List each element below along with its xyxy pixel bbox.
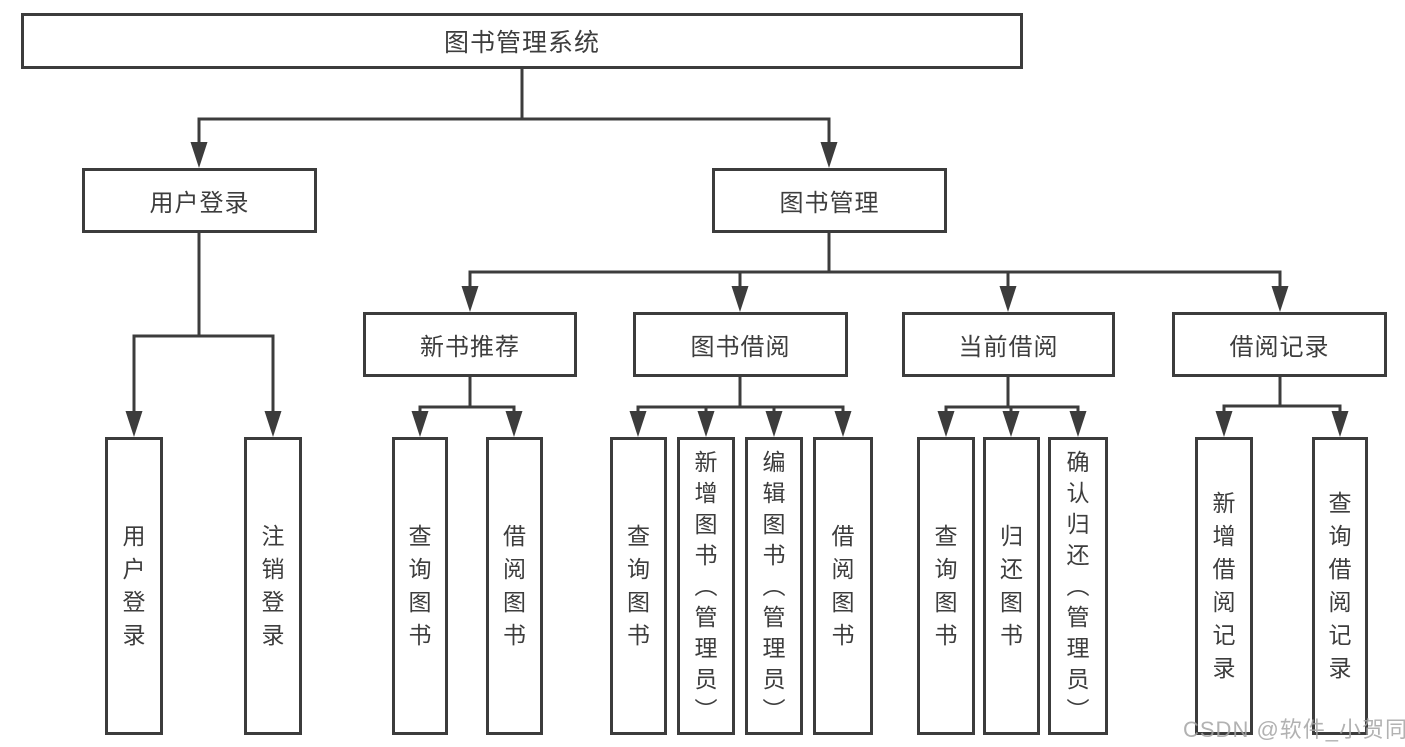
leaf-label: 编辑图书︵管理员︶ bbox=[762, 448, 786, 723]
node-label: 新书推荐 bbox=[420, 334, 520, 361]
node-library-management-system: 图书管理系统 bbox=[21, 13, 1023, 69]
leaf-label: 确认归还︵管理员︶ bbox=[1066, 448, 1090, 723]
node-current-borrowing: 当前借阅 bbox=[902, 312, 1115, 377]
node-label: 图书借阅 bbox=[690, 334, 791, 361]
leaf-confirm-return-admin: 确认归还︵管理员︶ bbox=[1048, 437, 1108, 735]
leaf-label: 借阅图书 bbox=[831, 523, 855, 648]
node-user-login: 用户登录 bbox=[82, 168, 317, 233]
node-new-book-recommend: 新书推荐 bbox=[363, 312, 577, 377]
leaf-add-borrow-record: 新增借阅记录 bbox=[1195, 437, 1253, 735]
node-label: 图书管理系统 bbox=[443, 29, 600, 57]
leaf-user-login: 用户登录 bbox=[105, 437, 163, 735]
leaf-edit-book-admin: 编辑图书︵管理员︶ bbox=[745, 437, 803, 735]
leaf-label: 借阅图书 bbox=[503, 523, 526, 648]
leaf-query-borrow-record: 查询借阅记录 bbox=[1312, 437, 1368, 735]
leaf-label: 查询借阅记录 bbox=[1328, 490, 1352, 681]
node-borrowing-records: 借阅记录 bbox=[1172, 312, 1387, 377]
leaf-label: 注销登录 bbox=[261, 523, 285, 648]
leaf-label: 新增图书︵管理员︶ bbox=[694, 448, 718, 723]
leaf-borrow-books: 借阅图书 bbox=[813, 437, 873, 735]
leaf-query-books-current: 查询图书 bbox=[917, 437, 975, 735]
leaf-logout: 注销登录 bbox=[244, 437, 302, 735]
leaf-label: 归还图书 bbox=[1000, 523, 1023, 648]
node-label: 用户登录 bbox=[149, 190, 250, 217]
node-label: 当前借阅 bbox=[958, 334, 1059, 361]
leaf-query-books-recommend: 查询图书 bbox=[392, 437, 448, 735]
csdn-watermark: CSDN @软件_小贺同学 bbox=[1183, 717, 1405, 742]
leaf-borrow-books-recommend: 借阅图书 bbox=[486, 437, 543, 735]
leaf-label: 查询图书 bbox=[627, 523, 650, 648]
node-book-borrowing: 图书借阅 bbox=[633, 312, 848, 377]
leaf-return-book: 归还图书 bbox=[983, 437, 1040, 735]
leaf-query-books-borrowing: 查询图书 bbox=[610, 437, 667, 735]
leaf-add-book-admin: 新增图书︵管理员︶ bbox=[677, 437, 735, 735]
leaf-label: 新增借阅记录 bbox=[1212, 490, 1236, 681]
leaf-label: 用户登录 bbox=[122, 523, 146, 648]
node-label: 借阅记录 bbox=[1229, 334, 1330, 361]
leaf-label: 查询图书 bbox=[934, 523, 958, 648]
node-label: 图书管理 bbox=[779, 190, 880, 217]
node-book-management: 图书管理 bbox=[712, 168, 947, 233]
leaf-label: 查询图书 bbox=[408, 523, 432, 648]
